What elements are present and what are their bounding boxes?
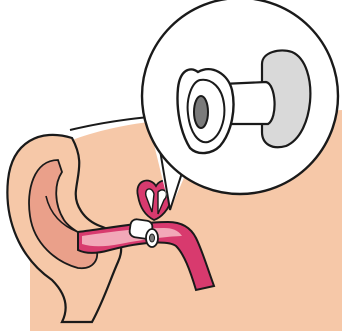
grommet-hole-in-situ [150, 234, 155, 242]
grommet-hole-magnified [194, 96, 208, 128]
